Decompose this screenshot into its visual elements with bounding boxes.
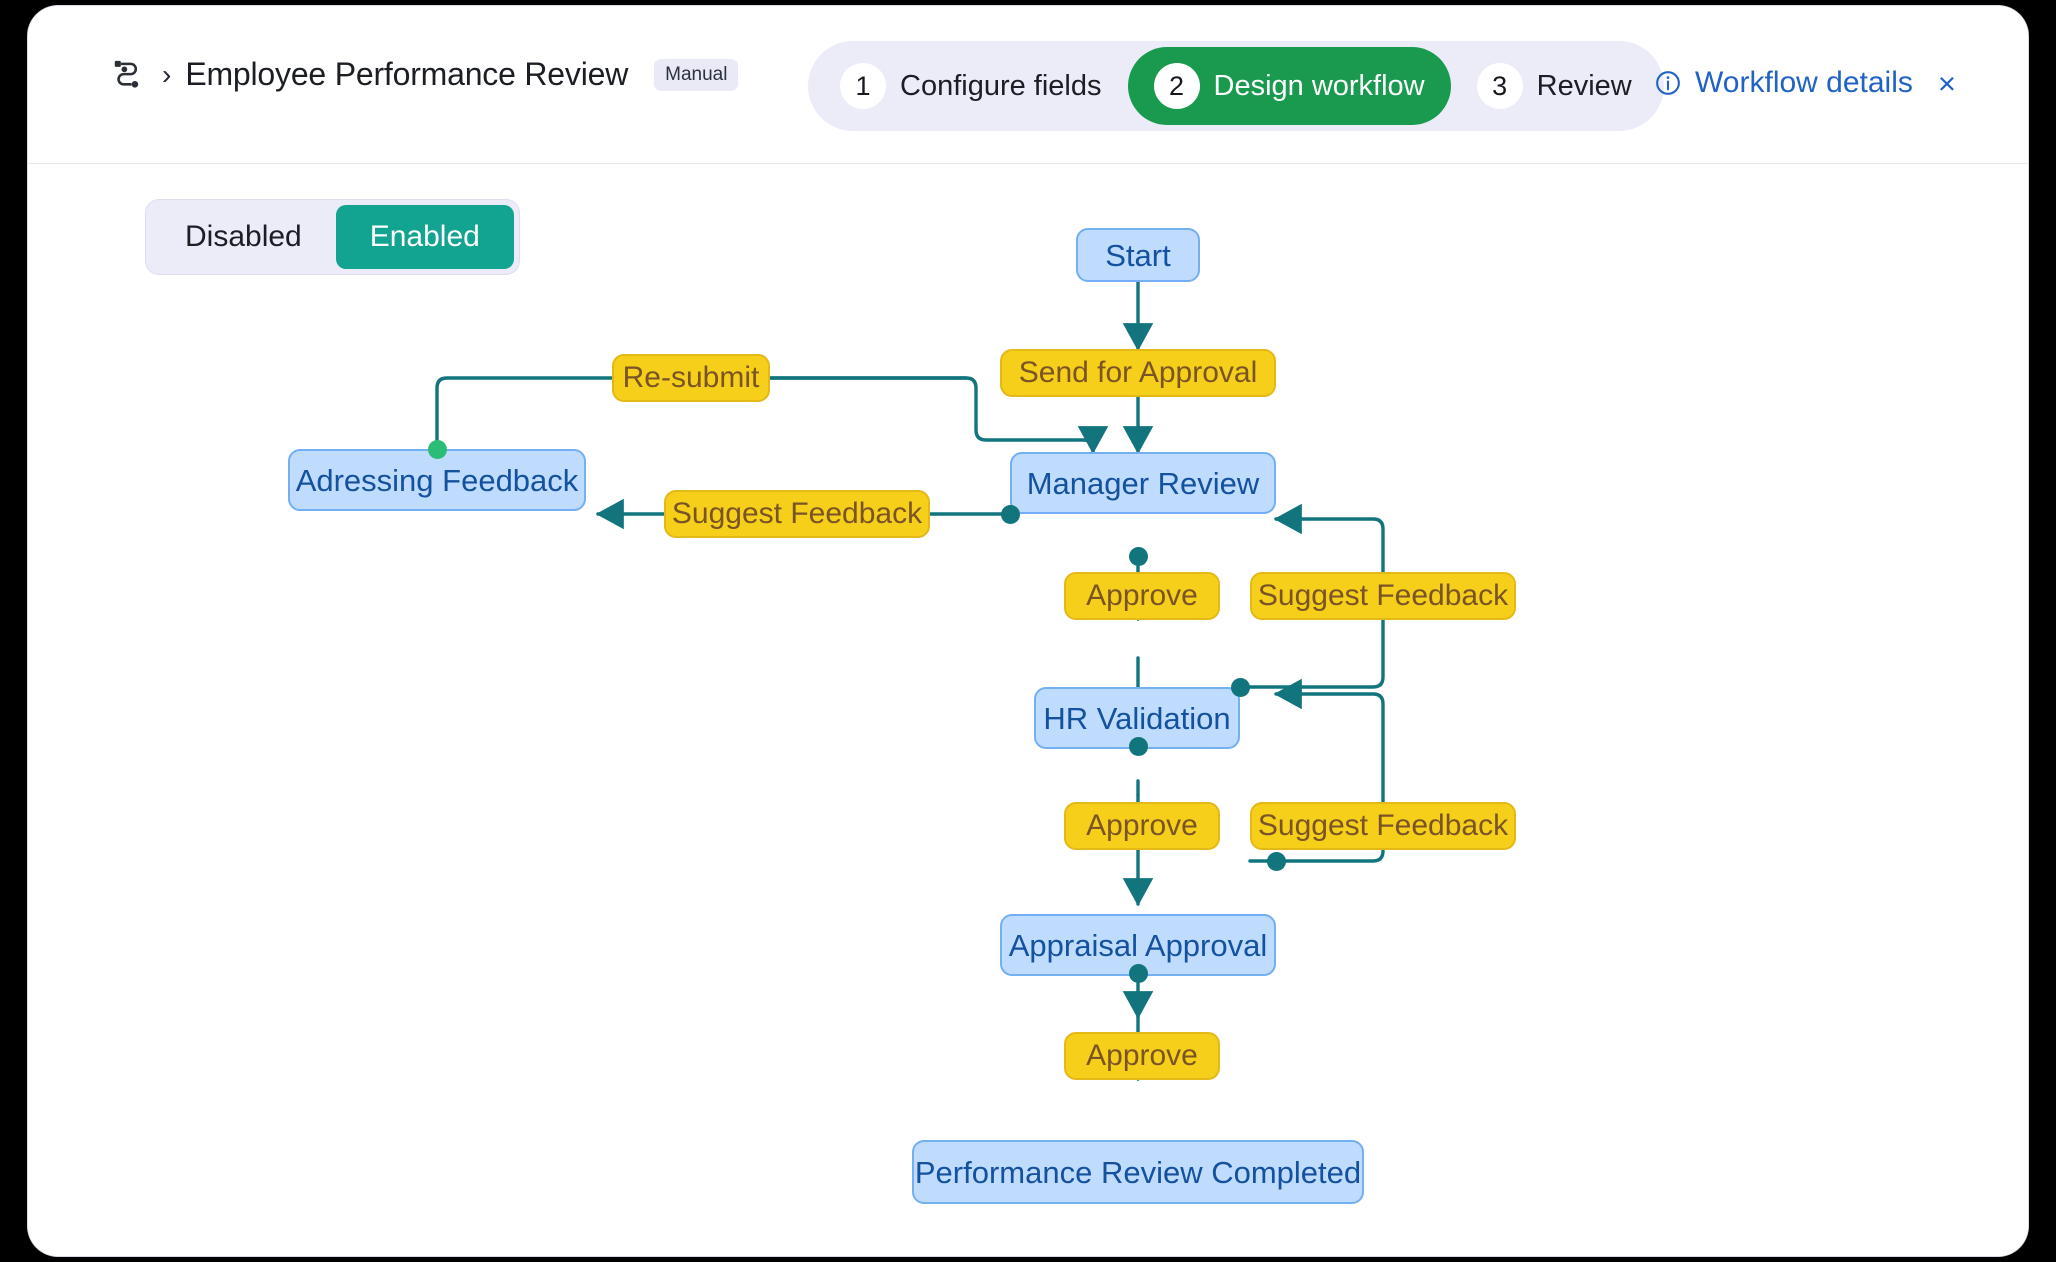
node-performance-review-completed[interactable]: Performance Review Completed (912, 1140, 1364, 1204)
toggle-disabled[interactable]: Disabled (185, 220, 302, 253)
workflow-type-badge: Manual (654, 58, 739, 91)
toggle-enabled[interactable]: Enabled (335, 205, 514, 269)
edge-label-text: Suggest Feedback (1257, 579, 1509, 612)
edge-label-text: Suggest Feedback (671, 497, 923, 530)
edge-label-text: Send for Approval (1018, 356, 1258, 389)
step-review[interactable]: 3 Review (1451, 47, 1658, 125)
node-label: Adressing Feedback (295, 462, 579, 498)
workflow-details-link[interactable]: Workflow details × (1654, 66, 1956, 100)
connector-handle-hr-right[interactable] (1231, 678, 1250, 697)
workflow-nodes-icon (110, 57, 146, 93)
node-label: Manager Review (1026, 465, 1260, 501)
edge-label-text: Approve (1086, 1039, 1198, 1072)
connector-handle-appraisal-right[interactable] (1267, 852, 1286, 871)
wizard-stepper: 1 Configure fields 2 Design workflow 3 R… (808, 41, 1664, 131)
connector-handle-manager-left[interactable] (1001, 505, 1020, 524)
node-label: Start (1105, 237, 1171, 273)
node-start[interactable]: Start (1076, 228, 1200, 282)
connector-handle-manager-bottom[interactable] (1129, 547, 1148, 566)
edge-label-send-for-approval[interactable]: Send for Approval (1000, 349, 1276, 397)
edge-label-suggest-feedback-manager[interactable]: Suggest Feedback (664, 490, 930, 538)
workflow-edges (435, 277, 1385, 1082)
edge-label-approve-hr[interactable]: Approve (1064, 802, 1220, 850)
edge-label-text: Suggest Feedback (1257, 809, 1509, 842)
connector-handle-hr-bottom[interactable] (1129, 737, 1148, 756)
node-label: HR Validation (1043, 700, 1231, 736)
close-icon[interactable]: × (1937, 65, 1956, 101)
app-header: › Employee Performance Review Manual 1 C… (28, 6, 2028, 164)
step-number: 2 (1153, 63, 1200, 109)
node-manager-review[interactable]: Manager Review (1010, 452, 1276, 514)
edge-label-text: Re-submit (622, 361, 760, 394)
enable-toggle-group[interactable]: Disabled Enabled (146, 200, 519, 274)
edge-label-approve-appraisal[interactable]: Approve (1064, 1032, 1220, 1080)
app-window: › Employee Performance Review Manual 1 C… (28, 6, 2028, 1256)
edge-label-resubmit[interactable]: Re-submit (612, 354, 770, 402)
step-label: Review (1536, 69, 1632, 102)
step-configure-fields[interactable]: 1 Configure fields (814, 47, 1128, 125)
connector-handle-addressing-top[interactable] (428, 440, 447, 459)
node-label: Appraisal Approval (1008, 927, 1268, 963)
edge-label-text: Approve (1086, 579, 1198, 612)
node-label: Performance Review Completed (914, 1154, 1362, 1190)
step-label: Configure fields (900, 69, 1102, 102)
connector-handle-appraisal-bottom[interactable] (1129, 964, 1148, 983)
step-number: 3 (1476, 63, 1523, 109)
step-label: Design workflow (1213, 69, 1425, 102)
breadcrumb-separator: › (162, 58, 172, 90)
page-title: Employee Performance Review (185, 56, 629, 92)
edge-label-suggest-feedback-hr[interactable]: Suggest Feedback (1250, 572, 1516, 620)
step-number: 1 (840, 63, 886, 109)
edge-label-text: Approve (1086, 809, 1198, 842)
info-circle-icon (1654, 69, 1682, 97)
workflow-canvas[interactable]: Disabled Enabled (28, 164, 2028, 1256)
edge-label-suggest-feedback-appraisal[interactable]: Suggest Feedback (1250, 802, 1516, 850)
step-design-workflow[interactable]: 2 Design workflow (1127, 47, 1451, 125)
node-appraisal-approval[interactable]: Appraisal Approval (1000, 914, 1276, 976)
edge-label-approve-manager[interactable]: Approve (1064, 572, 1220, 620)
workflow-details-label: Workflow details (1695, 66, 1913, 99)
breadcrumb: › Employee Performance Review Manual (110, 56, 739, 93)
